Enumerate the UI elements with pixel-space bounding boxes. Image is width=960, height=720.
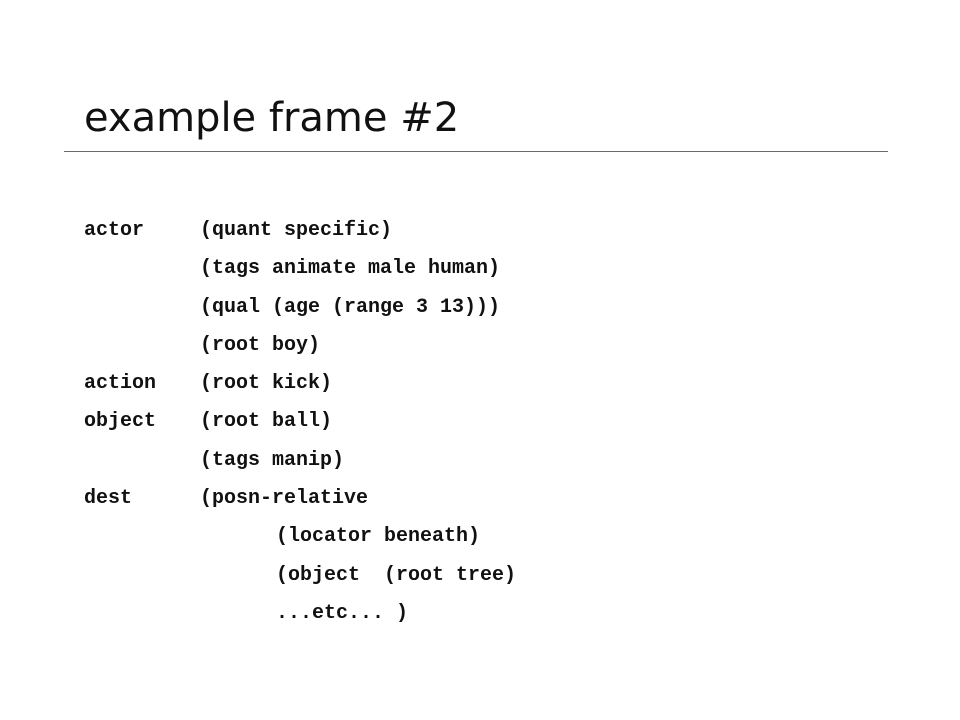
frame-slot-label: actor bbox=[84, 219, 145, 242]
frame-slot-value: (tags animate male human) bbox=[200, 257, 501, 281]
title-divider bbox=[64, 151, 888, 152]
frame-slot-value: (qual (age (range 3 13))) bbox=[200, 295, 501, 319]
frame-slot-value: (locator beneath) bbox=[276, 525, 481, 549]
frame-slot-value: (root boy) bbox=[200, 333, 321, 357]
frame-slot-value: (posn-relative bbox=[200, 487, 369, 511]
frame-slot-label: action bbox=[84, 372, 157, 396]
slide-title: example frame #2 bbox=[84, 95, 460, 141]
frame-slot-label: object bbox=[84, 410, 157, 434]
frame-slot-value: (quant specific) bbox=[200, 219, 393, 242]
frame-slot-value: (root kick) bbox=[200, 372, 333, 396]
frame-slot-value: ...etc... ) bbox=[276, 601, 409, 625]
frame-slot-value: (object (root tree) bbox=[276, 563, 517, 587]
frame-slot-value: (root ball) bbox=[200, 410, 333, 434]
frame-slot-label: dest bbox=[84, 487, 133, 511]
frame-slot-value: (tags manip) bbox=[200, 448, 345, 472]
